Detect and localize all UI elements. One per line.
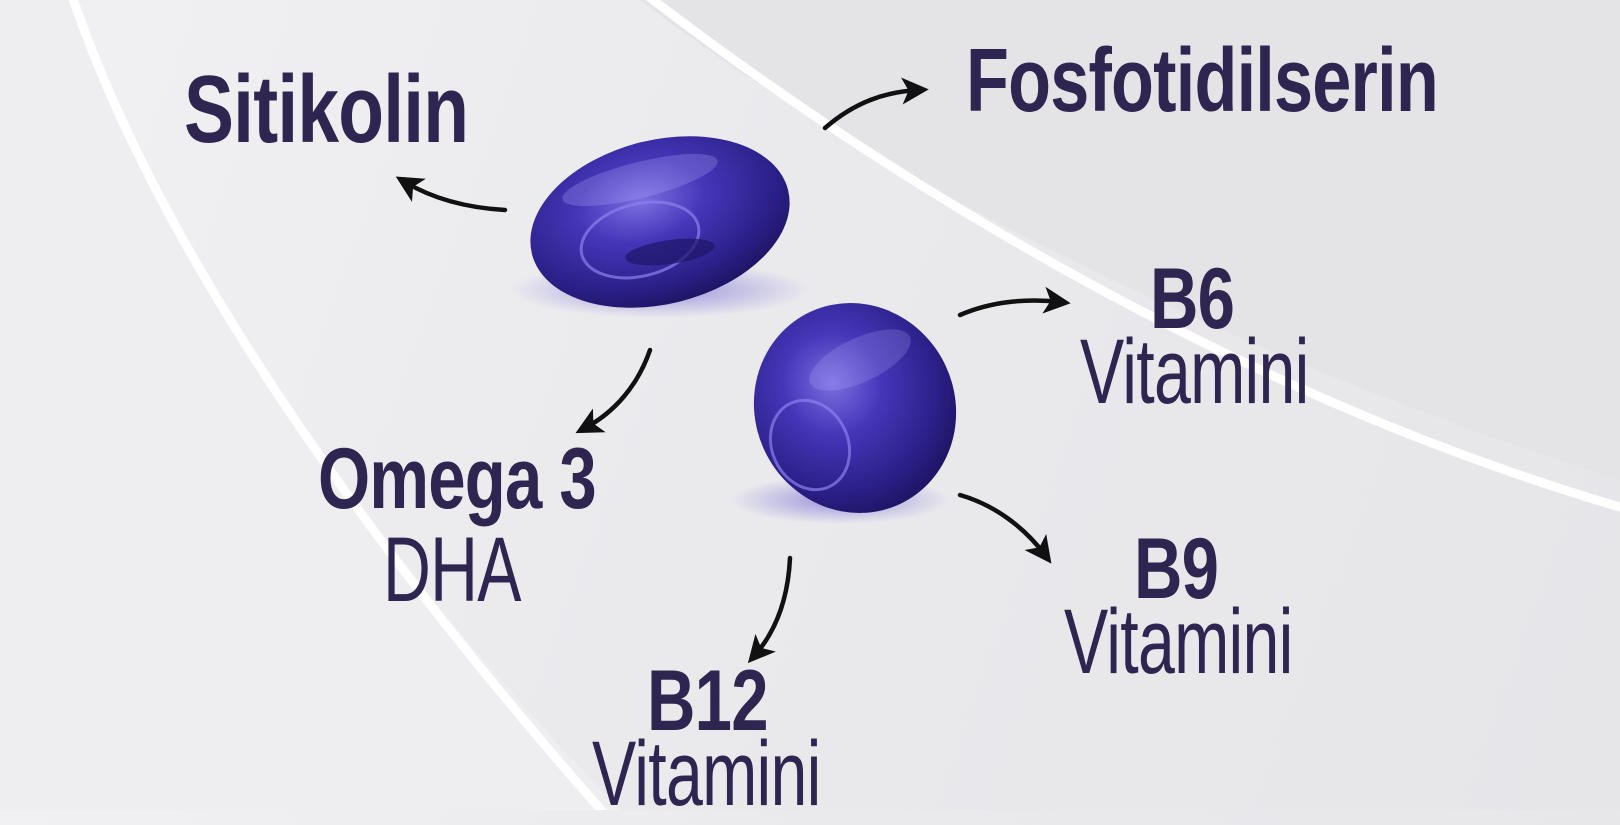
label-sitikolin: Sitikolin	[184, 56, 469, 163]
label-b9-sub: Vitamini	[1064, 591, 1293, 693]
arrow-icon	[575, 347, 653, 434]
white-curve-left	[68, 0, 608, 810]
capsule-icon	[510, 136, 810, 318]
arrow-icon	[957, 492, 1052, 564]
arrow-icon	[957, 286, 1071, 318]
capsule-icon	[730, 303, 957, 524]
label-b12-title: B12	[647, 653, 768, 749]
arrow-icon	[747, 555, 793, 664]
label-fosfotidilserin: Fosfotidilserin	[966, 31, 1439, 131]
arrow-icon	[395, 176, 508, 213]
label-b9-title: B9	[1134, 521, 1219, 617]
label-omega-sub: DHA	[383, 519, 521, 621]
label-b6-title: B6	[1150, 251, 1235, 347]
white-curve-right	[645, 0, 1620, 512]
label-omega-title: Omega 3	[318, 431, 597, 527]
label-b12-sub: Vitamini	[592, 723, 821, 825]
label-b6-sub: Vitamini	[1080, 321, 1309, 423]
shade-band-lower	[0, 0, 620, 810]
arrow-icon	[822, 77, 929, 131]
shade-band	[640, 0, 1620, 480]
